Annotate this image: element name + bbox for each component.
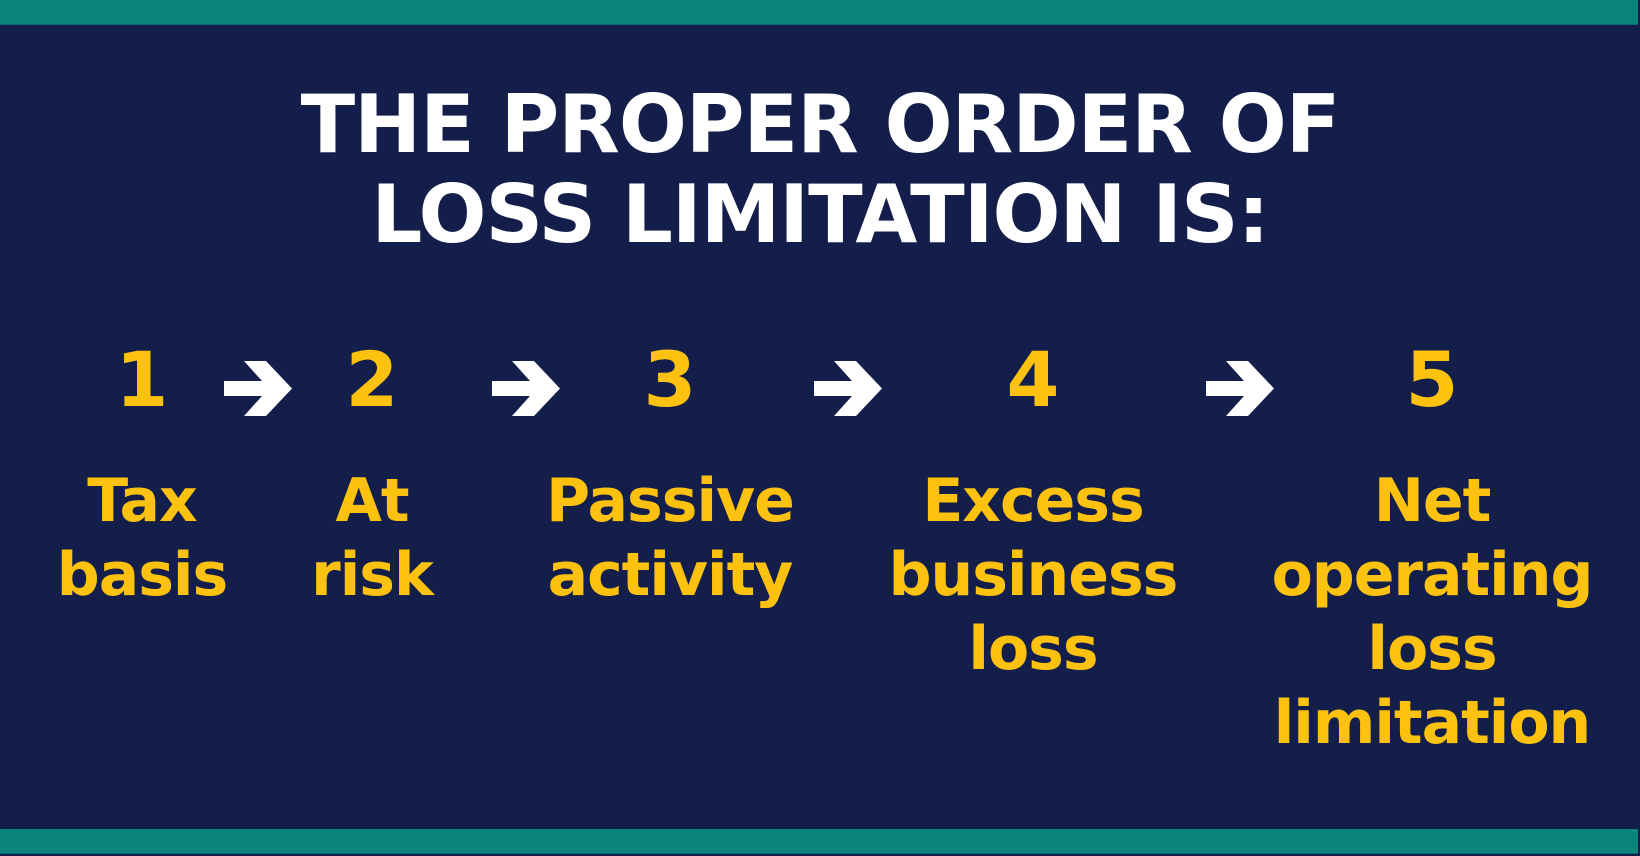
step-number-1: 1 — [115, 335, 169, 424]
step-label-line: loss — [968, 614, 1098, 684]
step-number-2: 2 — [345, 335, 399, 424]
step-label-passive-activity: Passive activity — [500, 464, 840, 612]
bottom-accent-band — [0, 829, 1638, 854]
step-label-excess-business-loss: Excess business loss — [863, 464, 1203, 686]
step-number-4: 4 — [1006, 335, 1060, 424]
step-label-line: basis — [56, 540, 228, 610]
step-label-line: business — [888, 540, 1179, 610]
arrow-right-icon — [492, 361, 560, 416]
step-label-line: loss — [1367, 614, 1497, 684]
top-accent-band — [0, 0, 1638, 25]
step-label-net-operating-loss-limitation: Net operating loss limitation — [1262, 464, 1602, 760]
step-label-line: risk — [311, 540, 434, 610]
step-number-5: 5 — [1405, 335, 1459, 424]
step-label-line: At — [335, 466, 409, 536]
step-label-line: Net — [1373, 466, 1492, 536]
step-label-line: operating — [1271, 540, 1594, 610]
step-label-line: Passive — [546, 466, 795, 536]
step-label-tax-basis: Tax basis — [0, 464, 312, 612]
arrow-right-icon — [1206, 361, 1274, 416]
step-label-line: Tax — [87, 466, 197, 536]
arrow-right-icon — [224, 361, 292, 416]
step-label-line: limitation — [1273, 688, 1592, 758]
arrow-right-icon — [814, 361, 882, 416]
step-label-line: activity — [547, 540, 794, 610]
title-line-1: THE PROPER ORDER OF — [300, 78, 1341, 171]
title-line-2: LOSS LIMITATION IS: — [371, 168, 1269, 261]
step-number-3: 3 — [643, 335, 697, 424]
step-label-line: Excess — [922, 466, 1144, 536]
step-label-at-risk: At risk — [202, 464, 542, 612]
page-title: THE PROPER ORDER OF LOSS LIMITATION IS: — [0, 80, 1640, 260]
